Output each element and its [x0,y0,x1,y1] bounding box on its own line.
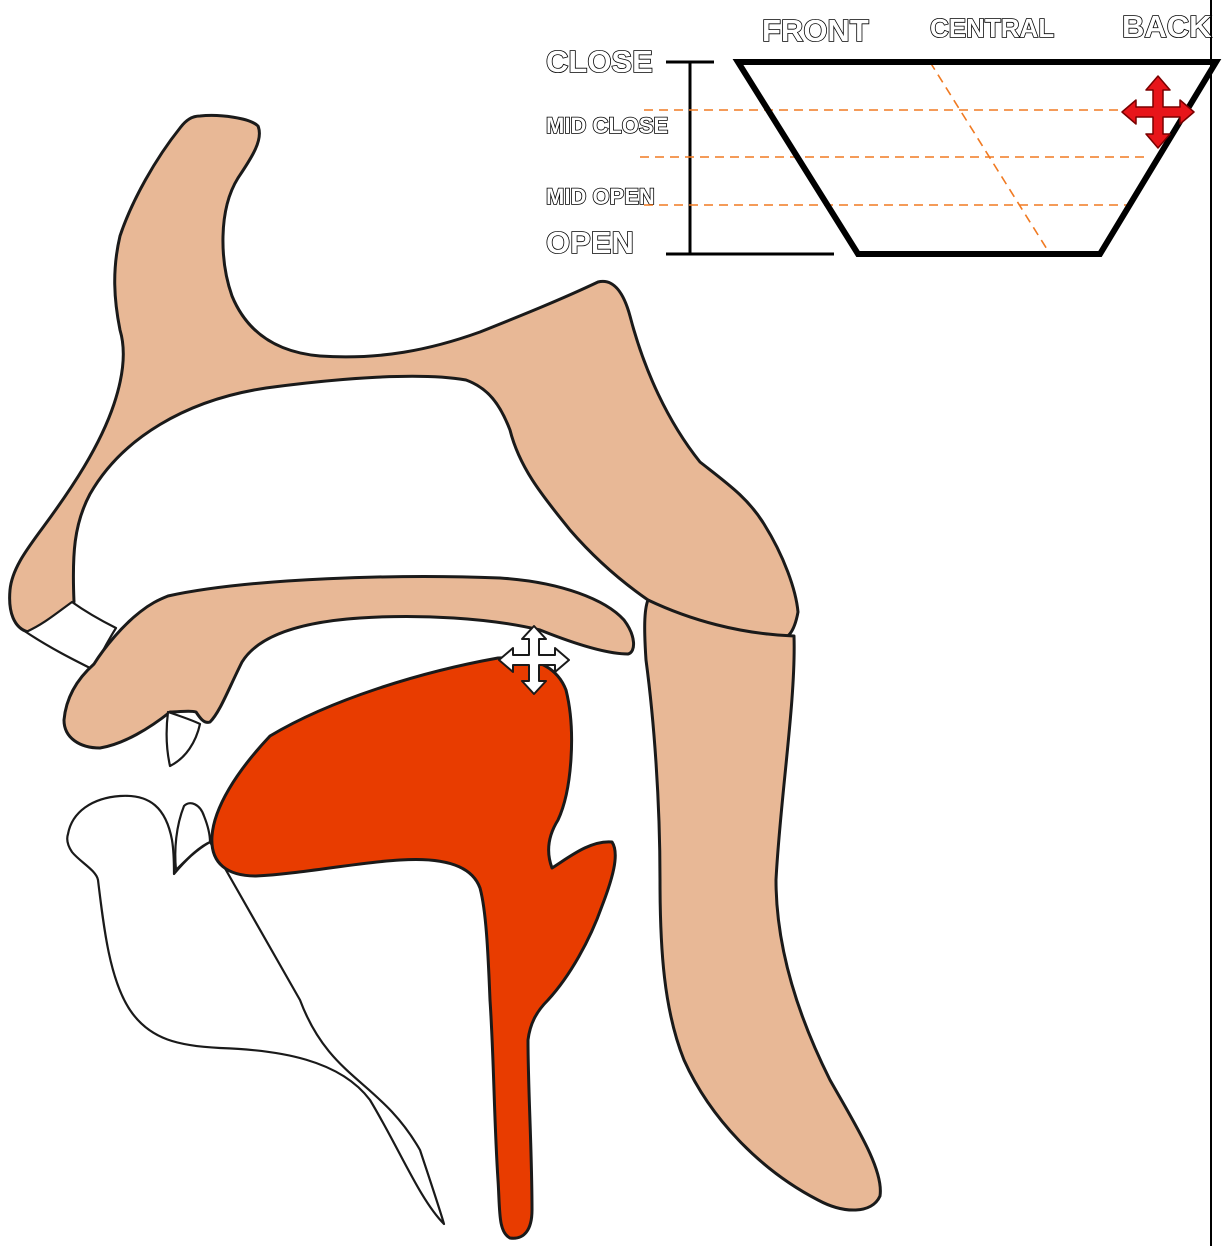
upper-incisor [167,712,200,766]
row-label-open: OPEN [546,225,634,260]
column-label-front: FRONT [762,13,869,48]
pharyngeal-wall [645,600,881,1210]
column-label-central: CENTRAL [930,13,1054,43]
vocal-tract [10,115,881,1238]
row-label-mid-close: MID CLOSE [546,113,668,138]
vowel-chart: FRONT CENTRAL BACK CLOSE MID CLOSE MID O… [546,9,1216,260]
vowel-position-marker[interactable] [1122,76,1194,148]
guide-central [930,62,1050,254]
nasal-skull-region [10,115,798,638]
move-arrows-icon [1122,76,1194,148]
column-label-back: BACK [1122,9,1212,44]
row-label-close: CLOSE [546,44,653,79]
row-label-mid-open: MID OPEN [546,184,655,209]
vowel-trapezoid [738,62,1216,254]
